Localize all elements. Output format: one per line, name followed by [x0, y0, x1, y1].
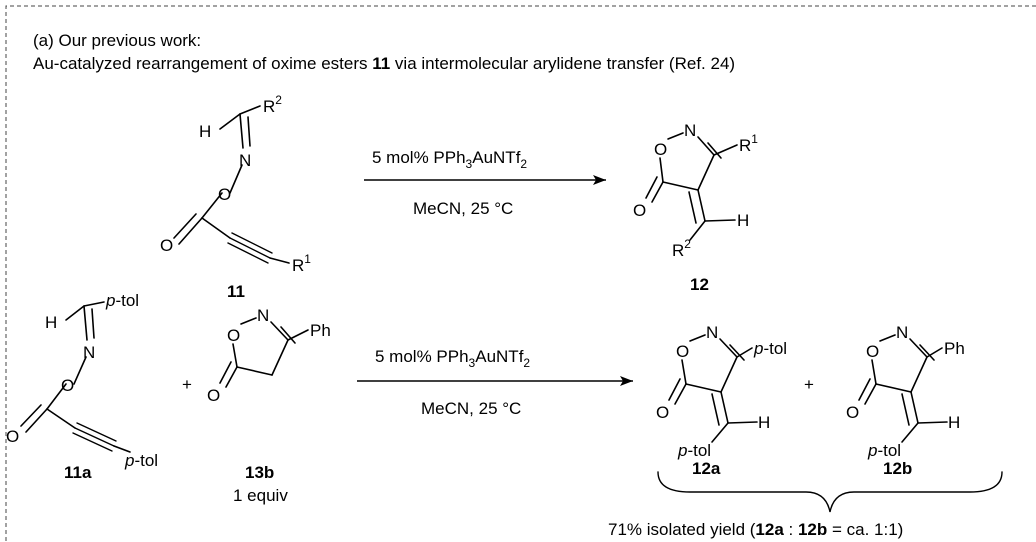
compound-13b-structure: N O Ph O	[207, 306, 331, 405]
svg-text:H: H	[948, 413, 960, 432]
compound-11-structure: H R2 N O O R1	[160, 93, 311, 275]
svg-text:Ph: Ph	[944, 339, 965, 358]
svg-text:O: O	[207, 386, 220, 405]
svg-text:p-tol: p-tol	[867, 441, 901, 460]
svg-text:H: H	[737, 211, 749, 230]
compound-11a-label: 11a	[64, 463, 92, 482]
svg-text:O: O	[654, 140, 667, 159]
svg-text:p-tol: p-tol	[677, 441, 711, 460]
svg-text:N: N	[83, 343, 95, 362]
compound-13b-label: 13b	[245, 463, 274, 482]
svg-text:N: N	[684, 121, 696, 140]
reaction-2-arrowhead	[620, 376, 633, 386]
svg-text:H: H	[45, 313, 57, 332]
svg-text:H: H	[199, 122, 211, 141]
svg-text:O: O	[633, 201, 646, 220]
compound-12a-structure: N O p-tol O H p-tol	[656, 323, 787, 460]
reaction-1-reagent: 5 mol% PPh3AuNTf2	[372, 148, 527, 171]
compound-11-label: 11	[227, 282, 245, 301]
compound-12-structure: N O R1 O H R2	[633, 121, 758, 260]
svg-text:N: N	[706, 323, 718, 342]
caption-heading: (a) Our previous work:	[33, 31, 201, 50]
svg-text:H: H	[758, 413, 770, 432]
svg-text:Ph: Ph	[310, 321, 331, 340]
svg-text:p-tol: p-tol	[105, 291, 139, 310]
svg-text:p-tol: p-tol	[124, 451, 158, 470]
caption-line: Au-catalyzed rearrangement of oxime este…	[33, 54, 735, 73]
yield-text: 71% isolated yield (12a : 12b = ca. 1:1)	[608, 520, 903, 539]
reaction-2-conditions: MeCN, 25 °C	[421, 399, 521, 418]
svg-text:N: N	[896, 323, 908, 342]
reaction-1-conditions: MeCN, 25 °C	[413, 199, 513, 218]
compound-12b-label: 12b	[883, 459, 912, 478]
svg-text:O: O	[676, 342, 689, 361]
compound-12-label: 12	[690, 275, 709, 294]
svg-text:R2: R2	[263, 93, 282, 116]
reaction-1-arrowhead	[593, 175, 606, 185]
compound-13b-equiv: 1 equiv	[233, 486, 288, 505]
svg-text:R1: R1	[292, 252, 311, 275]
svg-text:R1: R1	[739, 132, 758, 155]
plus-sign-2: +	[804, 375, 814, 394]
svg-text:O: O	[846, 403, 859, 422]
product-brace	[657, 471, 1003, 513]
svg-text:O: O	[6, 427, 19, 446]
svg-text:O: O	[227, 326, 240, 345]
plus-sign-1: +	[182, 375, 192, 394]
svg-text:O: O	[160, 236, 173, 255]
svg-text:N: N	[257, 306, 269, 325]
svg-text:N: N	[239, 151, 251, 170]
svg-text:O: O	[218, 185, 231, 204]
svg-text:O: O	[656, 403, 669, 422]
reaction-2-reagent: 5 mol% PPh3AuNTf2	[375, 347, 530, 370]
compound-11a-structure: H p-tol N O O p-tol	[6, 291, 158, 470]
dashed-frame	[5, 5, 1036, 542]
svg-text:O: O	[866, 342, 879, 361]
svg-text:R2: R2	[672, 237, 691, 260]
svg-text:O: O	[61, 376, 74, 395]
svg-text:p-tol: p-tol	[753, 339, 787, 358]
compound-12a-label: 12a	[692, 459, 721, 478]
compound-12b-structure: N O Ph O H p-tol	[846, 323, 965, 460]
